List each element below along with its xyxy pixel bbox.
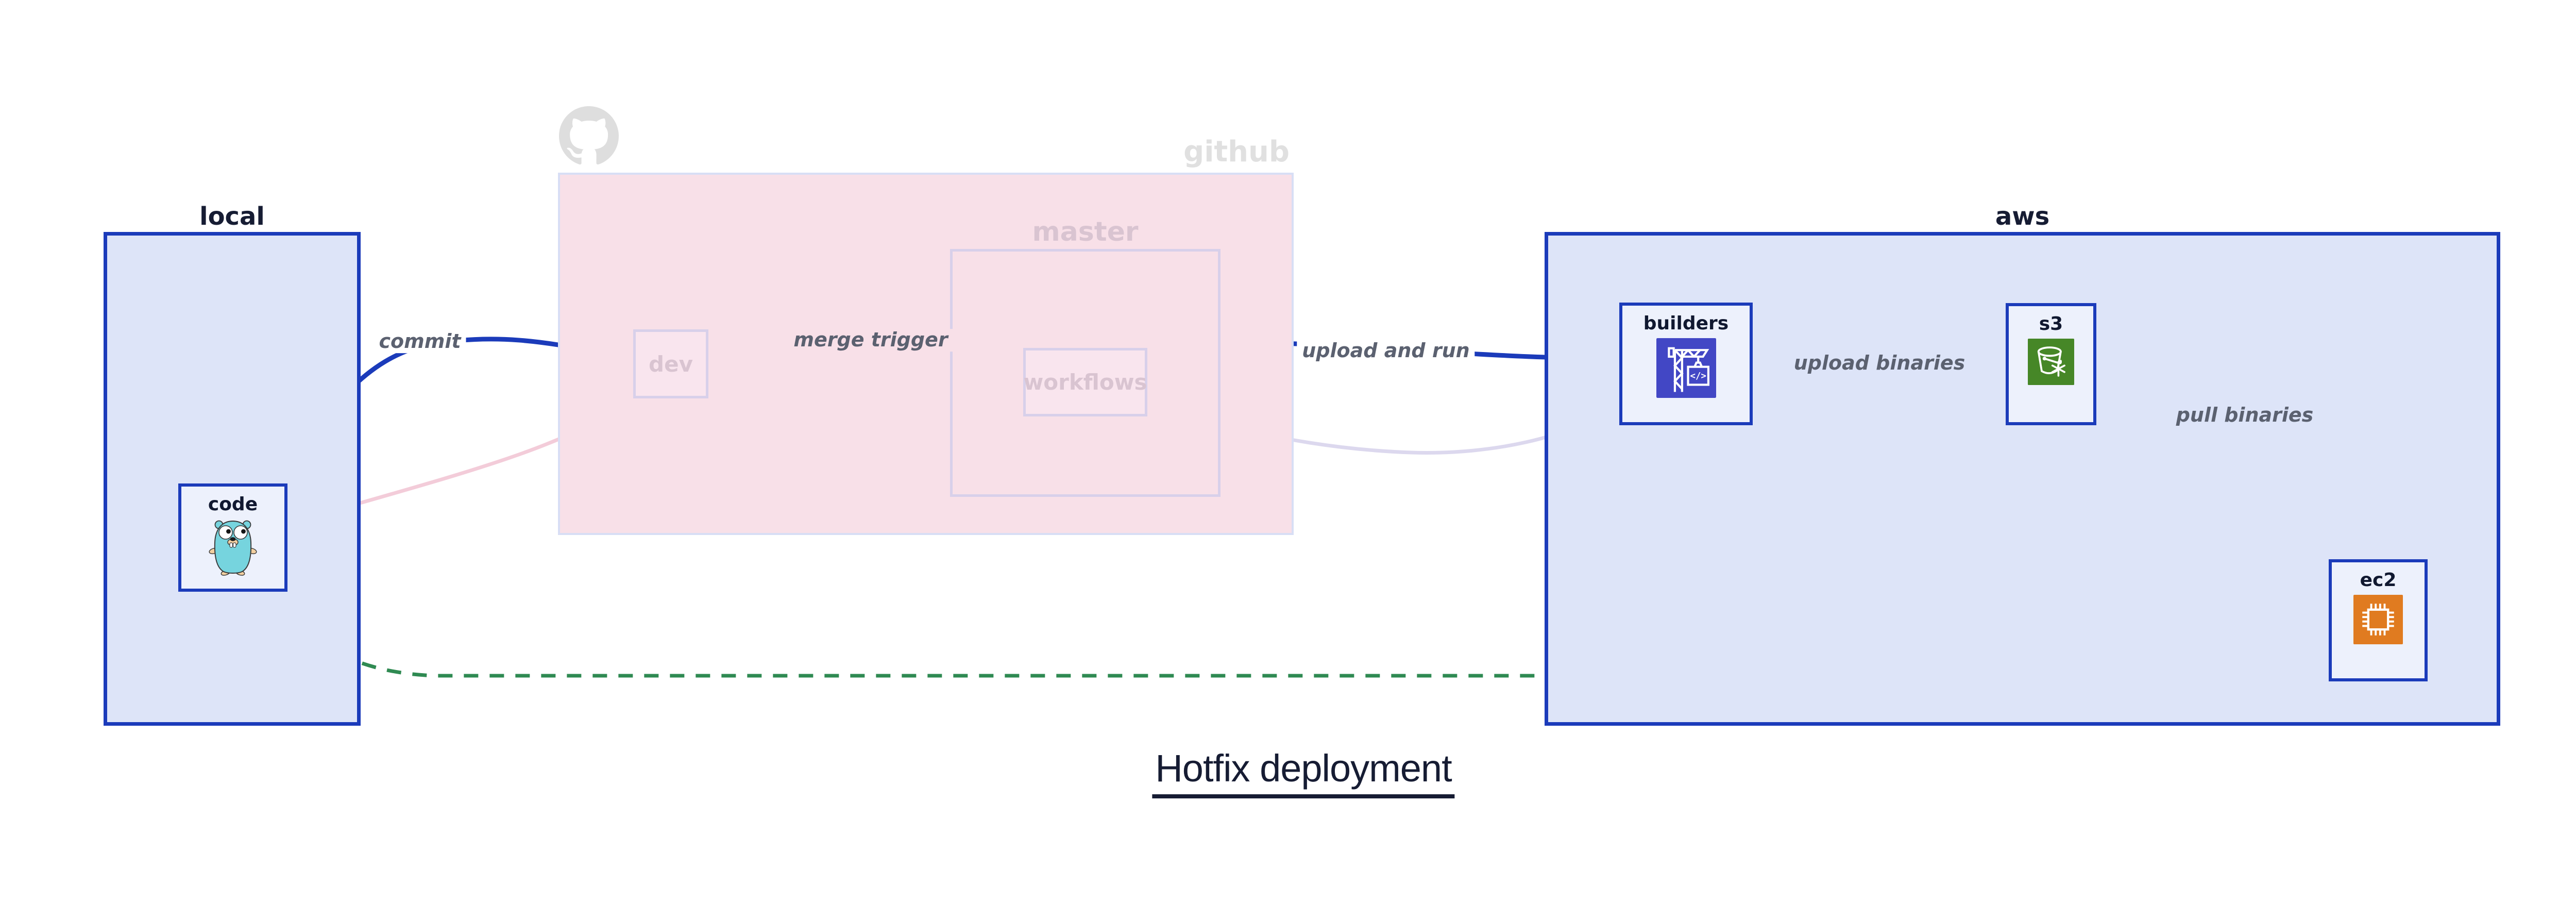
edge-label-merge-trigger: merge trigger (788, 328, 953, 352)
github-group-label: github (1183, 135, 1290, 169)
node-ec2: ec2 (2329, 559, 2428, 681)
edge-label-commit: commit (374, 330, 466, 353)
node-workflows: workflows (1023, 348, 1147, 416)
group-master-branch (950, 249, 1221, 497)
local-group-label: local (199, 202, 265, 231)
svg-text:</>: </> (1690, 371, 1706, 381)
node-s3: s3 (2006, 303, 2096, 425)
node-dev-branch: dev (633, 329, 708, 398)
code-node-label: code (208, 494, 258, 515)
node-code: code (178, 483, 287, 592)
builders-node-label: builders (1643, 313, 1729, 334)
aws-s3-glacier-bucket-icon (2028, 339, 2074, 385)
edge-label-upload-and-run: upload and run (1297, 339, 1475, 362)
diagram-title: Hotfix deployment (1152, 746, 1455, 798)
aws-codebuild-crane-icon: </> (1656, 338, 1716, 398)
master-branch-label: master (1032, 216, 1139, 247)
workflows-node-label: workflows (1023, 370, 1147, 395)
edge-label-pull-binaries: pull binaries (2171, 404, 2319, 427)
github-octocat-logo-icon (559, 106, 619, 165)
go-gopher-icon (209, 520, 257, 576)
dev-node-label: dev (649, 351, 693, 377)
s3-node-label: s3 (2039, 313, 2063, 335)
node-builders: builders </> (1619, 303, 1753, 425)
edge-label-upload-binaries: upload binaries (1788, 352, 1971, 375)
ec2-node-label: ec2 (2360, 570, 2397, 591)
aws-ec2-chip-icon (2353, 595, 2403, 644)
group-local (104, 232, 361, 726)
aws-group-label: aws (1995, 202, 2050, 231)
